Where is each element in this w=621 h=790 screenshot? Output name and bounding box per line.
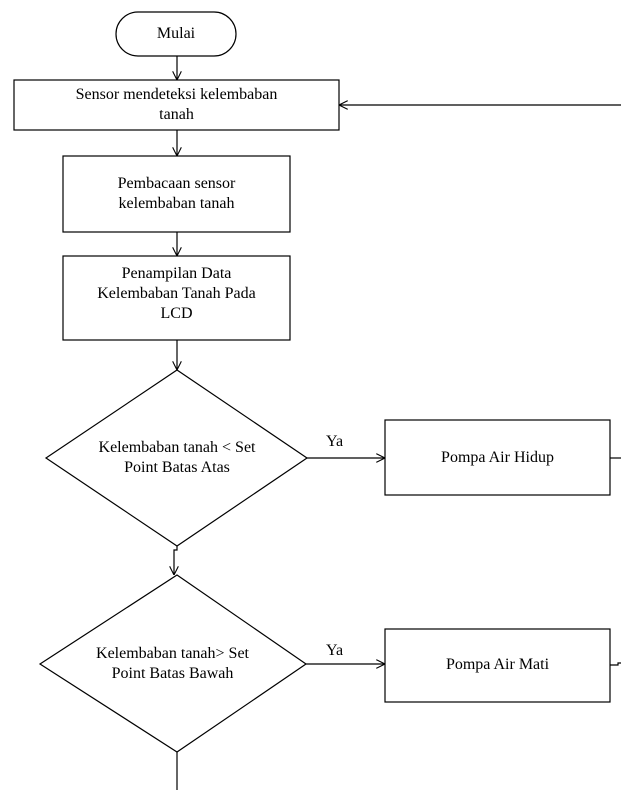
decision-lower-yes-label: Ya xyxy=(326,642,344,659)
decision-lower-label: Kelembaban tanah> Set Point Batas Bawah xyxy=(96,645,249,682)
pump-on-label: Pompa Air Hidup xyxy=(441,449,554,466)
sensor-read-label: Pembacaan sensor kelembaban tanah xyxy=(117,175,236,212)
decision-upper-yes-label: Ya xyxy=(326,433,344,450)
start-terminal-label: Mulai xyxy=(156,25,196,42)
start-terminal-shape xyxy=(115,11,237,57)
display-box xyxy=(62,255,291,341)
display-label: Penampilan Data Kelembaban Tanah Pada LC… xyxy=(97,265,256,322)
pump-on-box xyxy=(384,419,611,496)
arrow-decision-upper-no xyxy=(174,546,177,575)
pump-off-box xyxy=(384,628,611,703)
pump-off-label: Pompa Air Mati xyxy=(445,656,550,673)
sensor-detect-label: Sensor mendeteksi kelembaban tanah xyxy=(75,86,278,123)
pump-off-exit-line xyxy=(610,662,621,666)
decision-upper-label: Kelembaban tanah < Set Point Batas Atas xyxy=(98,439,256,476)
sensor-detect-box xyxy=(13,79,340,131)
